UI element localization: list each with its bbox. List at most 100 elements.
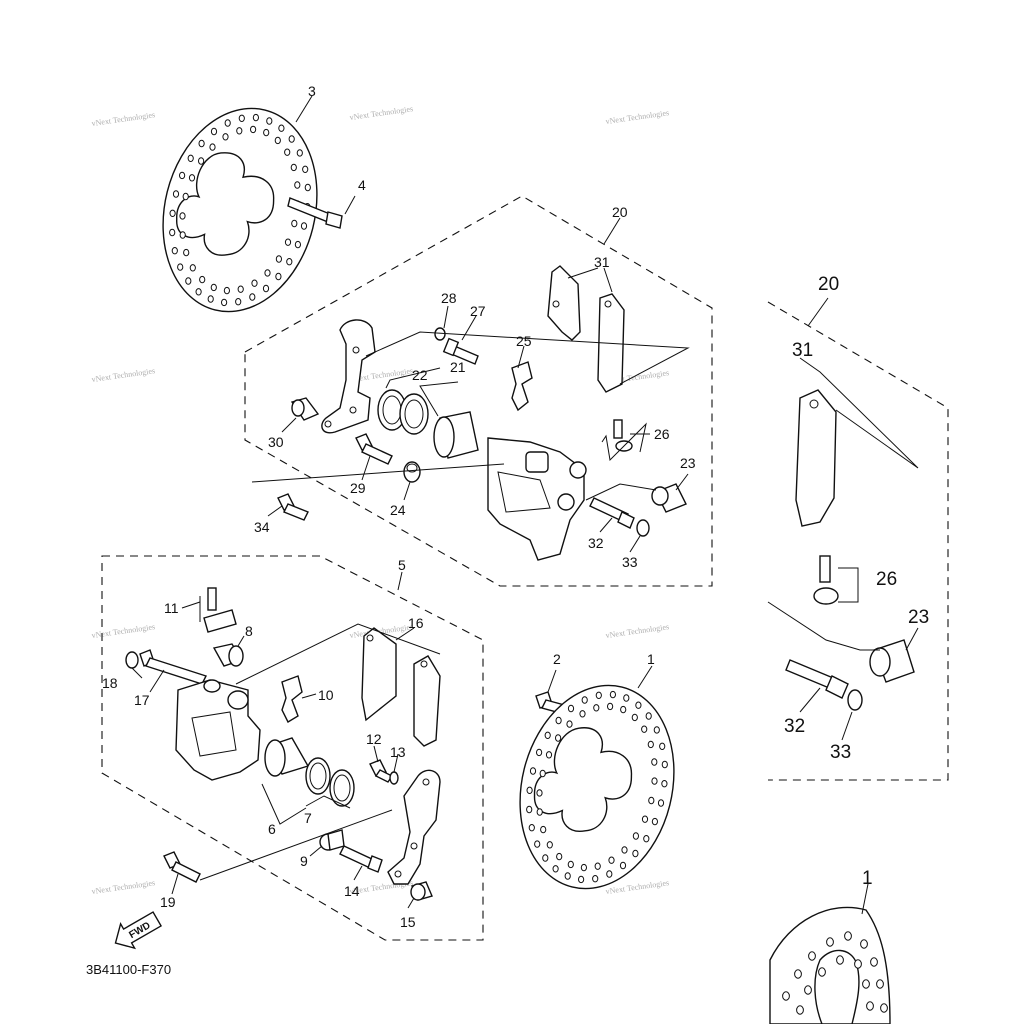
vent-hole bbox=[237, 285, 244, 293]
vent-hole bbox=[606, 870, 613, 878]
vent-hole bbox=[210, 283, 217, 292]
zoom-callout-26: 26 bbox=[876, 569, 897, 590]
vent-hole bbox=[284, 148, 291, 156]
caliper-bracket bbox=[321, 319, 376, 434]
callout-8: 8 bbox=[245, 623, 253, 639]
vent-hole bbox=[187, 154, 194, 163]
callout-28: 28 bbox=[441, 290, 457, 306]
vent-hole bbox=[544, 731, 551, 739]
vent-hole bbox=[528, 824, 535, 832]
vent-hole bbox=[179, 212, 186, 220]
dust-seal bbox=[399, 393, 429, 435]
vent-hole bbox=[555, 716, 562, 725]
mounting-bolt-front bbox=[163, 851, 201, 883]
vent-hole bbox=[648, 796, 655, 805]
vent-hole bbox=[659, 742, 666, 750]
vent-hole bbox=[195, 288, 202, 296]
vent-hole bbox=[221, 298, 228, 307]
vent-hole bbox=[661, 780, 668, 788]
callout-19: 19 bbox=[160, 894, 176, 910]
sleeve-front bbox=[319, 829, 345, 851]
vent-hole bbox=[536, 789, 543, 797]
vent-hole bbox=[623, 694, 630, 702]
vent-hole bbox=[182, 192, 189, 201]
slide-pin-bolt bbox=[355, 433, 393, 465]
group-outline-5 bbox=[101, 555, 484, 941]
zoom-callout-23: 23 bbox=[908, 607, 929, 628]
vent-hole bbox=[169, 209, 176, 218]
vent-hole bbox=[661, 760, 668, 769]
vent-hole bbox=[608, 856, 615, 864]
vent-hole bbox=[844, 931, 852, 941]
callout-12: 12 bbox=[366, 731, 382, 747]
vent-hole bbox=[236, 127, 243, 135]
caliper-cap-zoom bbox=[869, 639, 915, 683]
callout-2: 2 bbox=[553, 651, 561, 667]
vent-hole bbox=[607, 702, 614, 711]
pin-nut-zoom bbox=[847, 689, 863, 711]
vent-hole bbox=[653, 726, 660, 734]
cap-front bbox=[125, 651, 139, 669]
vent-hole bbox=[651, 777, 658, 785]
vent-hole bbox=[567, 704, 575, 713]
diagram-code: 3B41100-F370 bbox=[86, 962, 171, 977]
vent-hole bbox=[594, 862, 601, 870]
callout-1: 1 bbox=[647, 651, 655, 667]
fwd-arrow: FWD bbox=[114, 911, 163, 950]
vent-hole bbox=[651, 817, 659, 826]
callout-15: 15 bbox=[400, 914, 416, 930]
vent-hole bbox=[526, 805, 533, 814]
callout-31: 31 bbox=[594, 254, 610, 270]
vent-hole bbox=[632, 832, 640, 840]
vent-hole bbox=[631, 713, 638, 722]
vent-hole bbox=[183, 248, 190, 257]
pad-spring bbox=[511, 361, 533, 412]
vent-hole bbox=[209, 143, 216, 151]
vent-hole bbox=[250, 125, 257, 134]
vent-hole bbox=[581, 696, 588, 704]
watermark: vNext Technologies bbox=[91, 878, 156, 896]
callout-33: 33 bbox=[622, 554, 638, 570]
brake-pad-inner-zoom bbox=[795, 389, 837, 527]
vent-hole bbox=[619, 861, 627, 870]
watermark: vNext Technologies bbox=[91, 366, 156, 384]
guide-pin bbox=[589, 497, 635, 529]
vent-hole bbox=[207, 295, 214, 303]
callout-30: 30 bbox=[268, 434, 284, 450]
vent-hole bbox=[526, 786, 533, 794]
mounting-bolt bbox=[277, 493, 309, 521]
vent-hole bbox=[609, 690, 617, 699]
disc-vent-holes bbox=[782, 931, 888, 1015]
callout-10: 10 bbox=[318, 687, 334, 703]
callout-25: 25 bbox=[516, 333, 532, 349]
vent-hole bbox=[632, 849, 639, 858]
zoom-callout-1: 1 bbox=[862, 868, 873, 889]
watermark: vNext Technologies bbox=[91, 622, 156, 640]
vent-hole bbox=[580, 863, 588, 872]
callout-4: 4 bbox=[358, 177, 366, 193]
vent-hole bbox=[595, 691, 602, 699]
callout-5: 5 bbox=[398, 557, 406, 573]
rubber-boot-front bbox=[212, 643, 244, 667]
watermark: vNext Technologies bbox=[605, 108, 670, 126]
vent-hole bbox=[249, 293, 256, 301]
disc-bolt bbox=[287, 195, 356, 229]
brake-disc-front bbox=[519, 684, 675, 890]
vent-hole bbox=[179, 231, 186, 239]
vent-hole bbox=[169, 228, 176, 237]
callout-7: 7 bbox=[304, 810, 312, 826]
disc-hub-cutout bbox=[176, 152, 275, 256]
vent-hole bbox=[275, 255, 282, 263]
vent-hole bbox=[198, 139, 205, 148]
vent-hole bbox=[251, 279, 258, 287]
vent-hole bbox=[552, 865, 559, 873]
callout-17: 17 bbox=[134, 692, 150, 708]
callout-13: 13 bbox=[390, 744, 406, 760]
vent-hole bbox=[198, 157, 205, 165]
vent-hole bbox=[263, 128, 270, 137]
caliper-cap bbox=[651, 483, 687, 513]
vent-hole bbox=[539, 769, 546, 778]
vent-hole bbox=[300, 222, 308, 230]
vent-hole bbox=[808, 951, 816, 961]
